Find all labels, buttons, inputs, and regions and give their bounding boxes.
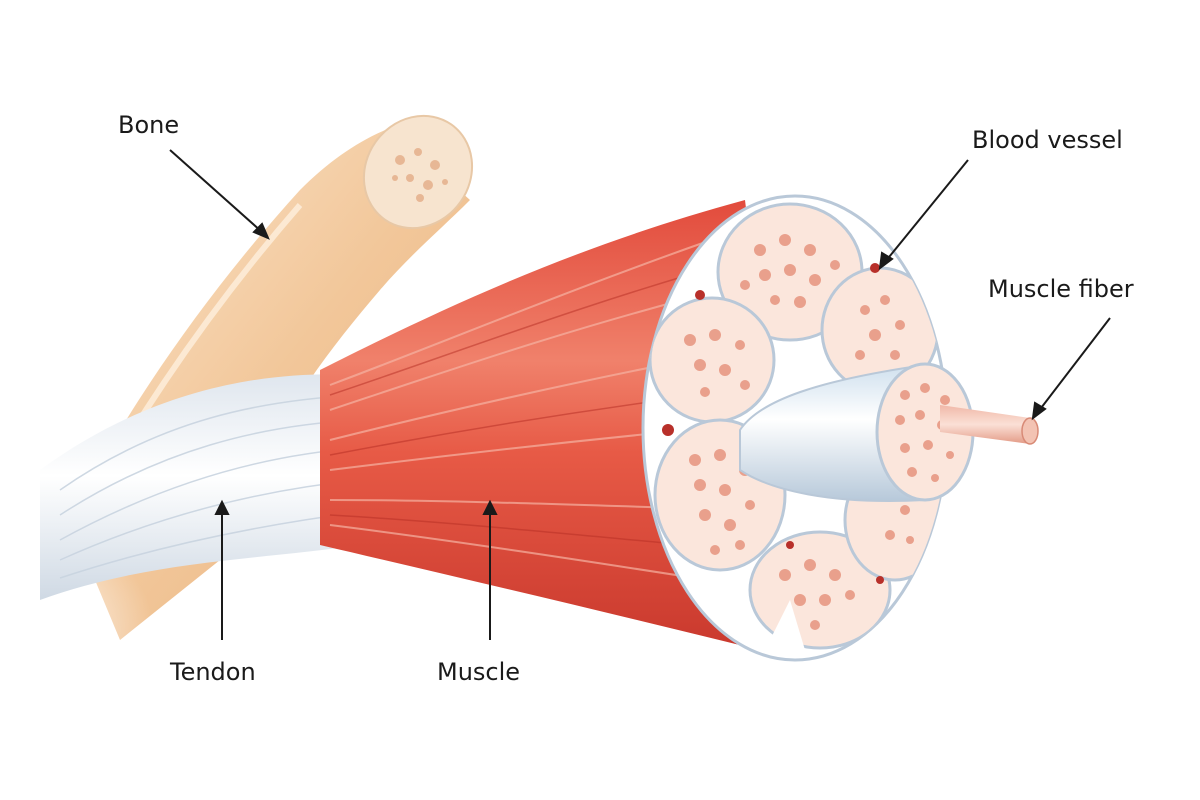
muscle-fiber-strand: [940, 405, 1039, 445]
tendon-arrowhead: [214, 499, 230, 515]
muscle-arrowhead: [482, 499, 498, 515]
tendon-shape: [40, 374, 361, 600]
blood-vessel-dots: [662, 263, 884, 584]
leader-lines: [169, 149, 1111, 640]
blood-vessel-arrowhead: [878, 251, 894, 271]
label-muscle: Muscle: [437, 658, 520, 686]
muscle-fiber-arrowhead: [1031, 401, 1047, 421]
label-bone: Bone: [118, 111, 179, 139]
fiber-dots: [684, 234, 914, 630]
label-muscle-fiber: Muscle fiber: [988, 275, 1134, 303]
bone-leader: [169, 149, 263, 233]
bone-arrowhead: [252, 222, 270, 240]
blood-vessel-leader: [884, 159, 969, 263]
fascicle-tube: [739, 362, 975, 502]
label-blood-vessel: Blood vessel: [972, 126, 1123, 154]
label-tendon: Tendon: [169, 658, 256, 686]
muscle-fiber-leader: [1037, 317, 1111, 413]
